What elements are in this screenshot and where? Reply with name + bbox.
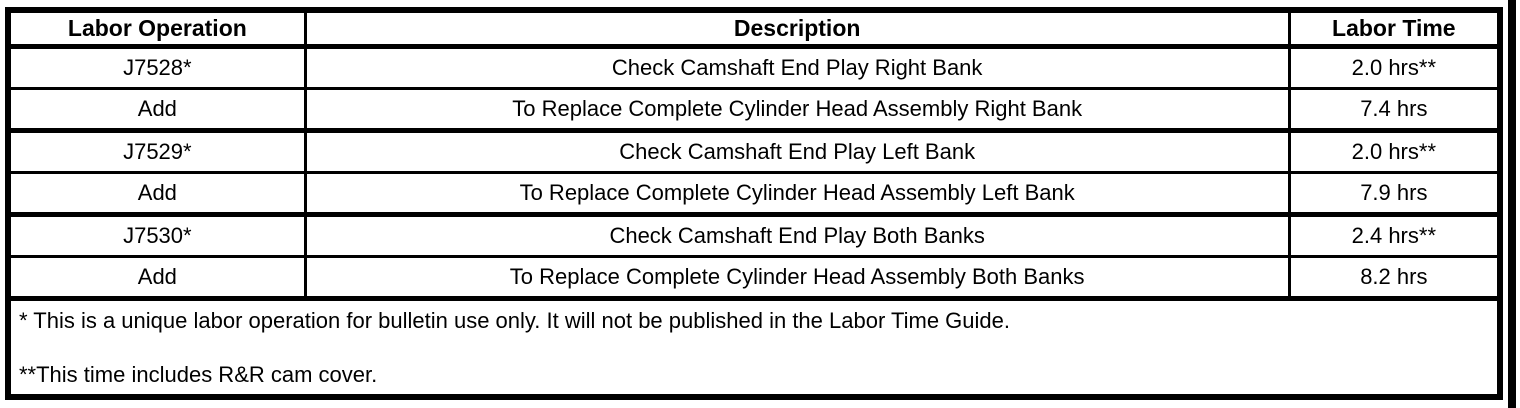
labor-operation-cell: J7529* [6, 129, 307, 174]
labor-operation-cell: Add [6, 87, 307, 133]
description-cell: Check Camshaft End Play Left Bank [303, 129, 1291, 174]
description-cell: Check Camshaft End Play Right Bank [303, 45, 1291, 90]
labor-operation-cell: J7528* [6, 45, 307, 90]
description-cell: To Replace Complete Cylinder Head Assemb… [303, 171, 1291, 217]
page-edge-scan-line [1508, 0, 1516, 408]
labor-time-cell: 2.0 hrs** [1287, 45, 1502, 90]
labor-time-cell: 2.4 hrs** [1287, 213, 1502, 258]
column-header-description: Description [303, 8, 1291, 49]
labor-time-table: Labor Operation Description Labor Time J… [5, 7, 1503, 400]
labor-operation-cell: J7530* [6, 213, 307, 258]
table-row: J7528* Check Camshaft End Play Right Ban… [6, 45, 1502, 90]
table-row: Add To Replace Complete Cylinder Head As… [6, 87, 1502, 133]
labor-time-cell: 7.4 hrs [1287, 87, 1502, 133]
table-row: Add To Replace Complete Cylinder Head As… [6, 171, 1502, 217]
footnote-unique-operation: * This is a unique labor operation for b… [19, 308, 1010, 333]
table-row: J7529* Check Camshaft End Play Left Bank… [6, 129, 1502, 174]
header-row: Labor Operation Description Labor Time [6, 8, 1502, 49]
labor-operation-cell: Add [6, 255, 307, 301]
labor-time-cell: 8.2 hrs [1287, 255, 1502, 301]
description-cell: Check Camshaft End Play Both Banks [303, 213, 1291, 258]
footnotes-cell: * This is a unique labor operation for b… [6, 297, 1502, 399]
table-row: J7530* Check Camshaft End Play Both Bank… [6, 213, 1502, 258]
table-row: Add To Replace Complete Cylinder Head As… [6, 255, 1502, 301]
description-cell: To Replace Complete Cylinder Head Assemb… [303, 87, 1291, 133]
labor-time-cell: 7.9 hrs [1287, 171, 1502, 217]
description-cell: To Replace Complete Cylinder Head Assemb… [303, 255, 1291, 301]
labor-time-cell: 2.0 hrs** [1287, 129, 1502, 174]
column-header-labor-time: Labor Time [1287, 8, 1502, 49]
footnotes-row: * This is a unique labor operation for b… [6, 297, 1502, 399]
column-header-labor-operation: Labor Operation [6, 8, 307, 49]
footnote-rr-cam-cover: **This time includes R&R cam cover. [19, 362, 378, 387]
labor-operation-cell: Add [6, 171, 307, 217]
